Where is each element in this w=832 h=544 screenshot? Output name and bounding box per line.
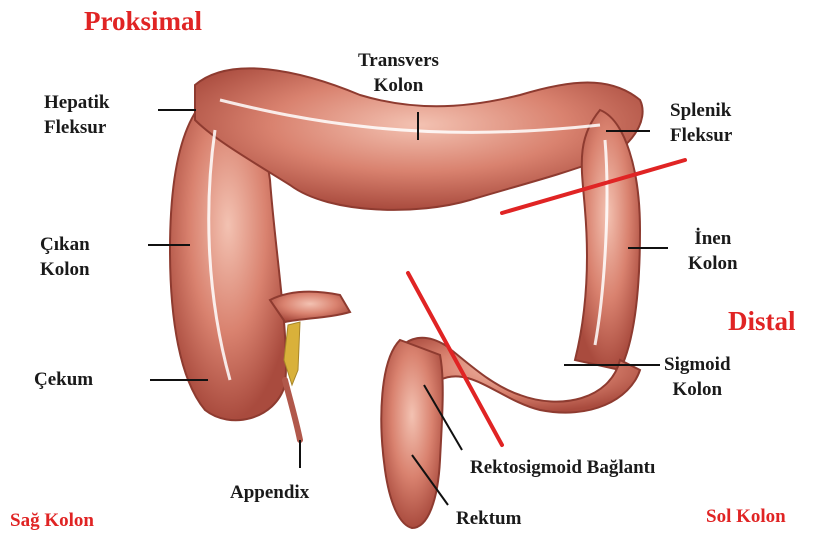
- ascending-line-1: Çıkan: [40, 232, 90, 257]
- splenic-line-2: Fleksur: [670, 123, 732, 148]
- splenic-line-1: Splenik: [670, 98, 732, 123]
- descending-line-2: Kolon: [688, 251, 738, 276]
- splenic-flexure-label: Splenik Fleksur: [670, 98, 732, 148]
- sigmoid-colon-label: Sigmoid Kolon: [664, 352, 731, 402]
- descending-line-1: İnen: [688, 226, 738, 251]
- sigmoid-line-1: Sigmoid: [664, 352, 731, 377]
- ascending-line-2: Kolon: [40, 257, 90, 282]
- descending-colon-label: İnen Kolon: [688, 226, 738, 276]
- hepatic-line-1: Hepatik: [44, 90, 109, 115]
- rectum-label: Rektum: [456, 506, 521, 531]
- rectosigmoid-label: Rektosigmoid Bağlantı: [470, 455, 655, 480]
- proximal-label: Proksimal: [84, 6, 202, 36]
- sigmoid-line-2: Kolon: [664, 377, 731, 402]
- right-colon-label: Sağ Kolon: [10, 508, 94, 533]
- hepatic-line-2: Fleksur: [44, 115, 109, 140]
- transverse-line-2: Kolon: [358, 73, 439, 98]
- transverse-line-1: Transvers: [358, 48, 439, 73]
- ascending-colon-label: Çıkan Kolon: [40, 232, 90, 282]
- transverse-colon-label: Transvers Kolon: [358, 48, 439, 98]
- distal-label: Distal: [728, 306, 796, 336]
- left-colon-label: Sol Kolon: [706, 504, 786, 529]
- hepatic-flexure-label: Hepatik Fleksur: [44, 90, 109, 140]
- appendix-label: Appendix: [230, 480, 309, 505]
- cecum-label: Çekum: [34, 367, 93, 392]
